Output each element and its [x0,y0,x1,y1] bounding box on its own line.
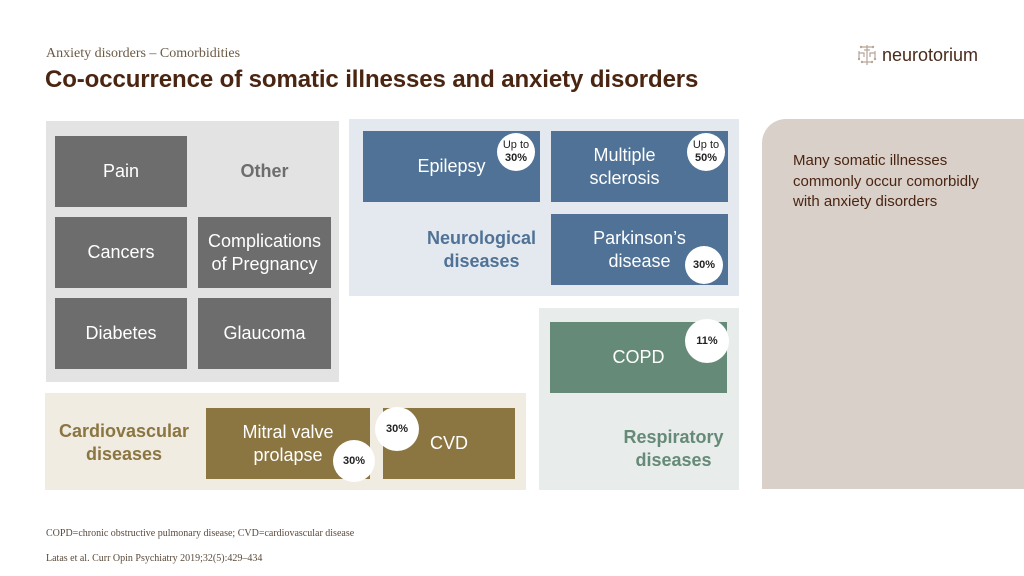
cardiovascular-group: Cardiovascular diseases Mitral valve pro… [45,393,526,490]
tile-diabetes: Diabetes [55,298,187,369]
tile-glaucoma: Glaucoma [198,298,331,369]
page-title: Co-occurrence of somatic illnesses and a… [45,66,699,93]
section-subtitle: Anxiety disorders – Comorbidities [46,46,241,61]
neurological-group-label: Neurological diseases [426,227,537,271]
cardiovascular-group-label: Cardiovascular diseases [58,420,190,464]
tile-label: COPD [612,347,665,367]
neurological-group: Epilepsy Up to 30% Multiple sclerosis Up… [349,119,739,296]
prevalence-badge: 30% [333,440,375,482]
tile-label: Glaucoma [223,323,306,343]
respiratory-group-label: Respiratory diseases [623,426,724,470]
tile-label: Diabetes [85,323,157,343]
tile-label: CVD [429,433,468,453]
logo-text: neurotorium [882,44,979,65]
tile-pain: Pain [55,136,187,207]
tile-label: Epilepsy [417,156,486,176]
prevalence-badge: 30% [375,407,419,451]
tile-label: Cancers [87,242,155,262]
other-group: Pain Other Cancers Complications of Preg… [46,121,339,382]
tile-complications-of-pregnancy: Complications of Pregnancy [198,217,331,288]
tile-label: Pain [102,161,140,181]
key-message-panel: Many somatic illnesses commonly occur co… [762,119,1024,489]
tile-label: Multiple sclerosis [589,144,660,188]
tile-label: Parkinson’s disease [593,227,686,271]
prevalence-badge: Up to 50% [687,133,725,171]
prevalence-badge: 30% [685,246,723,284]
abbreviations-footnote: COPD=chronic obstructive pulmonary disea… [46,528,355,539]
prevalence-badge: Up to 30% [497,133,535,171]
respiratory-group: COPD 11% Respiratory diseases [539,308,739,490]
brain-circuit-icon [857,45,877,65]
tile-label: Mitral valve prolapse [242,421,334,465]
logo: neurotorium [856,43,978,67]
reference-footnote: Latas et al. Curr Opin Psychiatry 2019;3… [46,553,263,564]
tile-cancers: Cancers [55,217,187,288]
key-message-text: Many somatic illnesses commonly occur co… [793,152,979,210]
tile-label: Complications of Pregnancy [207,230,322,274]
prevalence-badge: 11% [685,319,729,363]
other-group-label: Other [240,161,289,181]
